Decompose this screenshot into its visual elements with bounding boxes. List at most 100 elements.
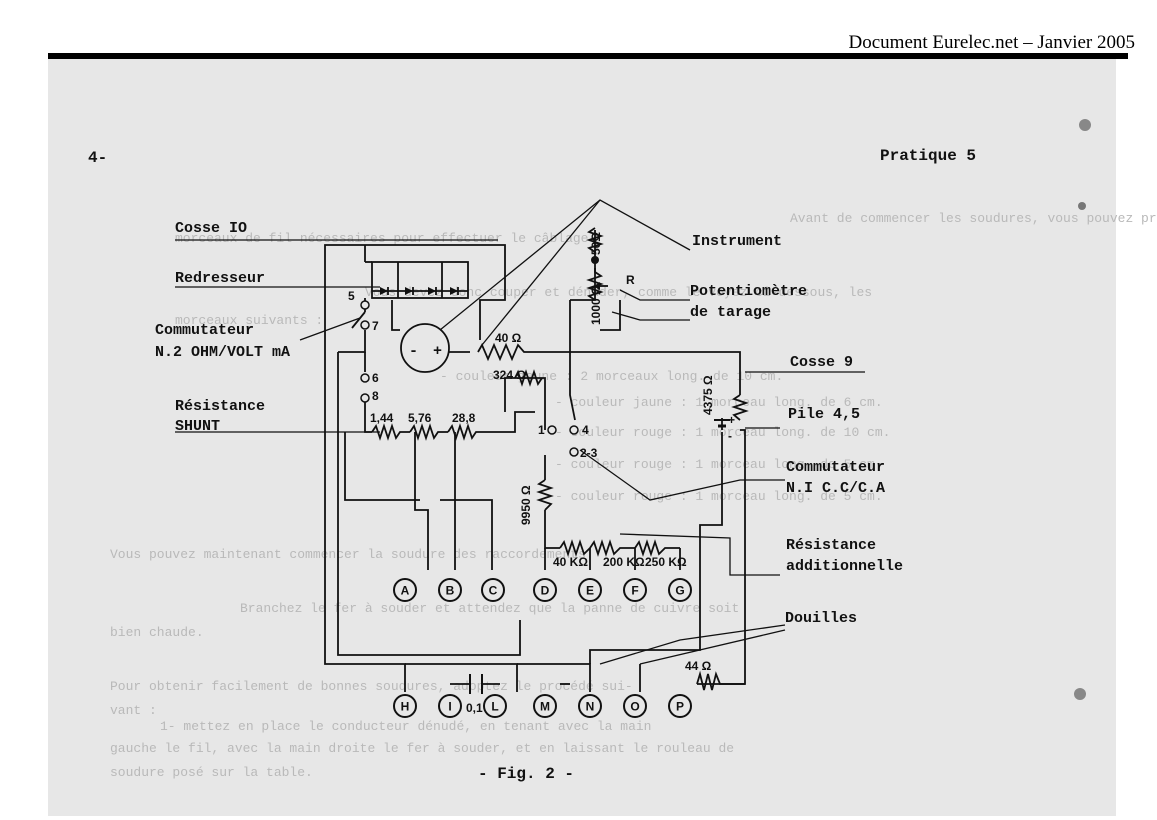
label-potentiometre-line1: Potentiomètre xyxy=(690,283,807,300)
terminal-circle xyxy=(393,578,417,602)
bg-line: Avant de commencer les soudures, vous po… xyxy=(790,211,1157,226)
switch-pos-8: 8 xyxy=(372,389,379,403)
terminal-label: H xyxy=(401,700,410,714)
terminal-m: M xyxy=(533,694,557,718)
terminal-circle xyxy=(668,694,692,718)
terminal-circle xyxy=(438,578,462,602)
terminal-n: N xyxy=(578,694,602,718)
terminal-label: D xyxy=(541,584,550,598)
value-r250k: 250 KΩ xyxy=(645,555,687,569)
leader-lines xyxy=(175,199,865,665)
terminal-circle xyxy=(668,578,692,602)
terminal-label: I xyxy=(448,700,451,714)
terminal-circle xyxy=(578,694,602,718)
battery-minus: - xyxy=(728,429,732,443)
bg-line: bien chaude. xyxy=(110,625,204,640)
terminal-c: C xyxy=(481,578,505,602)
header-rule xyxy=(48,53,1128,59)
label-redresseur: Redresseur xyxy=(175,270,265,287)
bg-line: 1- mettez en place le conducteur dénudé,… xyxy=(160,719,651,734)
value-r44: 44 Ω xyxy=(685,659,712,673)
label-shunt-line1: Résistance xyxy=(175,398,265,415)
terminal-i: I xyxy=(438,694,462,718)
scan-dot xyxy=(1074,688,1086,700)
terminal-label: F xyxy=(631,584,638,598)
terminal-circle xyxy=(483,694,507,718)
terminal-p: P xyxy=(668,694,692,718)
value-shunt-1: 1,44 xyxy=(370,411,394,425)
battery xyxy=(714,418,730,430)
label-commutateur-1-line1: Commutateur xyxy=(786,459,885,476)
bg-line: morceaux suivants : xyxy=(175,313,323,328)
switch-pos-6: 6 xyxy=(372,371,379,385)
terminal-sockets: A B C D E F G H I L M N O P xyxy=(393,578,692,718)
label-douilles: Douilles xyxy=(785,610,857,627)
bg-line: - couleur rouge : 1 morceau long. de 5 c… xyxy=(555,489,883,504)
terminal-b: B xyxy=(438,578,462,602)
label-commutateur-2-line2: N.2 OHM/VOLT mA xyxy=(155,344,290,361)
label-cosse-9: Cosse 9 xyxy=(790,354,853,371)
label-instrument: Instrument xyxy=(692,233,782,250)
document-header: Document Eurelec.net – Janvier 2005 xyxy=(848,32,1135,53)
bg-line: - couleur jaune : 1 morceau long. de 6 c… xyxy=(555,395,883,410)
value-r40k: 40 KΩ xyxy=(553,555,588,569)
switch-pos-7: 7 xyxy=(372,319,379,333)
resistors xyxy=(371,227,749,691)
value-pot-r: R xyxy=(626,273,635,287)
switch-contacts xyxy=(351,300,579,457)
terminal-label: A xyxy=(401,584,410,598)
label-additionnelle-line1: Résistance xyxy=(786,537,876,554)
value-r200k: 200 KΩ xyxy=(603,555,645,569)
page-number: 4- xyxy=(88,149,107,167)
switch-pos-4: 4 xyxy=(582,423,589,437)
bg-line: vant : xyxy=(110,703,157,718)
terminal-circle xyxy=(393,694,417,718)
terminal-circle xyxy=(578,578,602,602)
scan-dot xyxy=(1078,202,1086,210)
label-additionnelle-line2: additionnelle xyxy=(786,558,903,575)
value-r4375: 4375 Ω xyxy=(701,375,715,415)
terminal-label: B xyxy=(446,584,455,598)
terminal-o: O xyxy=(623,694,647,718)
bg-line: Pour obtenir facilement de bonnes soudur… xyxy=(110,679,633,694)
value-r1000: 1000 Ω xyxy=(589,285,603,325)
terminal-label: E xyxy=(586,584,594,598)
terminal-label: N xyxy=(586,700,595,714)
switch-pos-5: 5 xyxy=(348,289,355,303)
terminal-e: E xyxy=(578,578,602,602)
label-cosse-10: Cosse IO xyxy=(175,220,247,237)
figure-caption: - Fig. 2 - xyxy=(478,765,574,783)
terminal-g: G xyxy=(668,578,692,602)
bg-line: morceaux de fil nécessaires pour effectu… xyxy=(175,231,596,246)
terminal-f: F xyxy=(623,578,647,602)
meter-plus: + xyxy=(433,343,442,360)
terminal-circle xyxy=(623,578,647,602)
terminal-label: L xyxy=(491,700,498,714)
battery-plus: + xyxy=(728,413,735,427)
scanned-page xyxy=(48,59,1116,816)
circuit-wires xyxy=(324,230,746,692)
terminal-label: C xyxy=(489,584,498,598)
terminal-a: A xyxy=(393,578,417,602)
terminal-label: O xyxy=(630,700,639,714)
bg-line: soudure posé sur la table. xyxy=(110,765,313,780)
terminal-circle xyxy=(533,694,557,718)
terminal-circle xyxy=(438,694,462,718)
terminal-circle xyxy=(481,578,505,602)
value-r50: 50Ω xyxy=(589,232,603,255)
label-shunt-line2: SHUNT xyxy=(175,418,220,435)
terminal-label: M xyxy=(540,700,550,714)
bg-line: - couleur jaune : 2 morceaux long. de 10… xyxy=(440,369,783,384)
rectifier-diodes xyxy=(372,262,468,298)
bg-line: - couleur rouge : 1 morceau long. de 5 c… xyxy=(555,457,883,472)
bg-line: Vous pouvez maintenant commencer la soud… xyxy=(110,547,594,562)
bg-line: Branchez le fer à souder et attendez que… xyxy=(240,601,739,616)
value-r324: 324 Ω xyxy=(493,368,526,382)
label-potentiometre-line2: de tarage xyxy=(690,304,771,321)
terminal-h: H xyxy=(393,694,417,718)
terminal-l: L xyxy=(483,694,507,718)
terminal-label: G xyxy=(675,584,684,598)
terminal-circle xyxy=(533,578,557,602)
label-pile: Pile 4,5 xyxy=(788,406,860,423)
